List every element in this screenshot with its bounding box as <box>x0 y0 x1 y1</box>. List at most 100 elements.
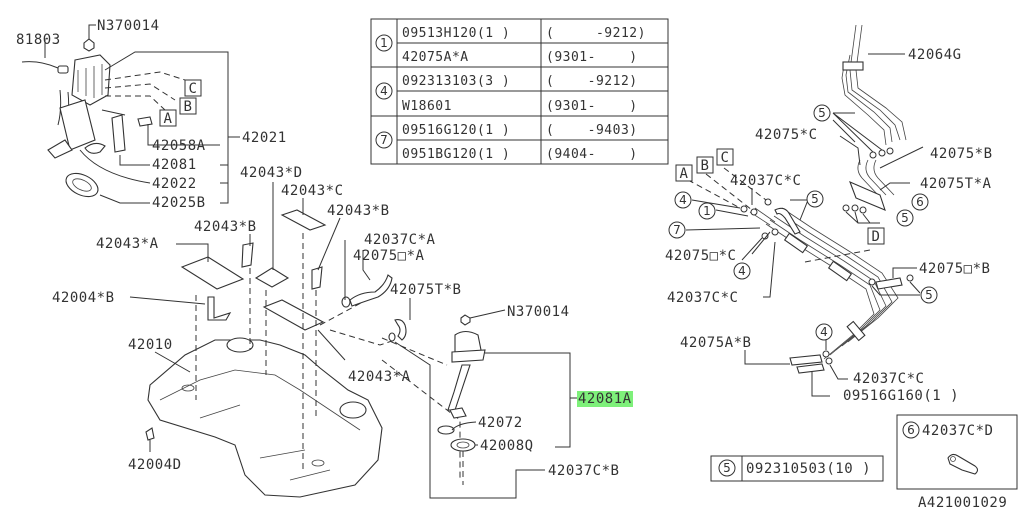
ref-circle-4[interactable] <box>733 262 751 280</box>
part-label-42043c[interactable]: 42043*C <box>281 183 344 199</box>
part-label-42022[interactable]: 42022 <box>152 176 197 192</box>
legend-part-5[interactable]: 092310503(10 ) <box>746 461 871 477</box>
ref-circle-5[interactable] <box>813 104 831 122</box>
table-part[interactable]: 092313103(3 ) <box>402 74 510 89</box>
part-label-42037ca[interactable]: 42037C*A <box>364 232 436 248</box>
part-label-42037cc-top[interactable]: 42037C*C <box>730 173 801 189</box>
ref-circle-7[interactable] <box>668 221 686 239</box>
part-label-42010[interactable]: 42010 <box>128 337 173 353</box>
ref-circle-1[interactable] <box>698 202 716 220</box>
hose-42075tb <box>394 319 407 341</box>
part-label-42081[interactable]: 42081 <box>152 157 197 173</box>
connector-d-box[interactable] <box>867 227 885 245</box>
part-label-n370014-sender[interactable]: N370014 <box>507 304 570 320</box>
part-label-42043a[interactable]: 42043*A <box>96 236 159 252</box>
table-part[interactable]: 09516G120(1 ) <box>402 123 510 138</box>
ref-number: 7 <box>380 133 388 147</box>
connector-c-box[interactable] <box>716 148 734 166</box>
part-label-42043b-right[interactable]: 42043*B <box>327 203 390 219</box>
part-label-42075oc[interactable]: 42075□*C <box>665 248 736 264</box>
ref-circle-7 <box>375 131 393 149</box>
part-label-42072[interactable]: 42072 <box>478 415 523 431</box>
part-label-42075ta[interactable]: 42075T*A <box>920 176 992 192</box>
fuel-sender-unit: N370014 42081A 42072 42008Q 42037C*B <box>437 304 633 485</box>
ref-circle-4[interactable] <box>815 323 833 341</box>
connector-b-box[interactable] <box>179 97 197 115</box>
part-label-42037cb[interactable]: 42037C*B <box>548 463 619 479</box>
clamp-42064g <box>842 61 864 71</box>
table-part[interactable]: 0951BG120(1 ) <box>402 147 510 162</box>
ref-circle-6[interactable] <box>911 193 929 211</box>
connector-label: B <box>184 99 193 115</box>
part-label-42075ob[interactable]: 42075□*B <box>919 261 990 277</box>
ref-number: 4 <box>820 325 828 339</box>
ref-circle-4[interactable] <box>674 191 692 209</box>
ref-number: 4 <box>679 193 687 207</box>
ref-circle-5[interactable] <box>920 286 938 304</box>
connector-plug <box>57 65 69 74</box>
table-part[interactable]: 09513H120(1 ) <box>402 26 510 41</box>
gasket-icon <box>65 172 99 198</box>
part-label-n370014[interactable]: N370014 <box>97 18 160 34</box>
part-label-81803[interactable]: 81803 <box>16 32 61 48</box>
ref-number: 6 <box>916 195 924 209</box>
part-label-42043d[interactable]: 42043*D <box>240 165 303 181</box>
ref-circle-6 <box>902 421 920 439</box>
part-label-42037cc-bottom[interactable]: 42037C*C <box>853 371 924 387</box>
part-label-42058a[interactable]: 42058A <box>152 138 206 154</box>
connector-a-box[interactable] <box>675 164 693 182</box>
pad-42043c <box>280 209 327 231</box>
part-label-42037cc-mid[interactable]: 42037C*C <box>667 290 738 306</box>
ref-number: 5 <box>901 211 909 225</box>
ref-circle-5[interactable] <box>896 209 914 227</box>
bracket-42004b <box>207 296 232 321</box>
fuel-tank-assembly: 42043*D 42043*C 42043*B 42043*B 42043*A … <box>52 165 545 499</box>
sender-opening <box>339 401 367 419</box>
part-label-42075tb[interactable]: 42075T*B <box>390 282 461 298</box>
part-label-42008q[interactable]: 42008Q <box>480 438 534 454</box>
part-label-42025b[interactable]: 42025B <box>152 195 206 211</box>
table-range: ( -9212) <box>546 26 646 41</box>
part-label-42004b[interactable]: 42004*B <box>52 290 115 306</box>
connector-c-box[interactable] <box>184 79 202 97</box>
legend-part-6[interactable]: 42037C*D <box>922 423 993 439</box>
part-label-42064g[interactable]: 42064G <box>908 47 962 63</box>
table-part[interactable]: W18601 <box>402 99 452 114</box>
clip <box>783 232 809 254</box>
part-label-42075b[interactable]: 42075*B <box>930 146 993 162</box>
gasket-42008q <box>450 438 476 452</box>
clip <box>827 260 853 282</box>
part-label-42043b-left[interactable]: 42043*B <box>194 219 257 235</box>
ref-number: 5 <box>811 192 819 206</box>
part-label-42043a-lower[interactable]: 42043*A <box>348 369 411 385</box>
ref-number: 5 <box>723 461 731 475</box>
connector-a-box[interactable] <box>159 109 177 127</box>
clamp-42037ca <box>341 296 351 308</box>
ref-circle-5[interactable] <box>806 190 824 208</box>
filter-42072 <box>437 425 455 435</box>
part-label-42075c[interactable]: 42075*C <box>755 127 818 143</box>
ref-number: 5 <box>818 106 826 120</box>
part-label-42075oa[interactable]: 42075□*A <box>353 248 425 264</box>
part-label-42081a-highlighted[interactable]: 42081A <box>578 391 632 407</box>
table-range: (9404- ) <box>546 147 638 162</box>
pad-42043a-lower <box>262 299 325 331</box>
clip-small <box>388 332 396 342</box>
part-label-42004d[interactable]: 42004D <box>128 457 182 473</box>
part-label-42075ab[interactable]: 42075A*B <box>680 335 751 351</box>
table-range: (9301- ) <box>546 99 638 114</box>
ref-number: 1 <box>703 204 711 218</box>
part-label-09516g160[interactable]: 09516G160(1 ) <box>843 388 959 404</box>
hose-42075ab <box>789 354 823 366</box>
part-label-42021[interactable]: 42021 <box>242 130 287 146</box>
fuel-tank[interactable] <box>147 339 383 498</box>
pad-42043b-right <box>311 266 323 290</box>
nut-icon <box>460 314 471 326</box>
pad-42043d <box>254 267 290 288</box>
parts-table: 1 4 7 09513H120(1 ) ( -9212) 42075A*A (9… <box>370 18 669 165</box>
connector-b-box[interactable] <box>696 156 714 174</box>
table-part[interactable]: 42075A*A <box>402 50 469 65</box>
clip <box>846 320 866 342</box>
ref-number: 7 <box>673 223 681 237</box>
float <box>449 407 467 419</box>
